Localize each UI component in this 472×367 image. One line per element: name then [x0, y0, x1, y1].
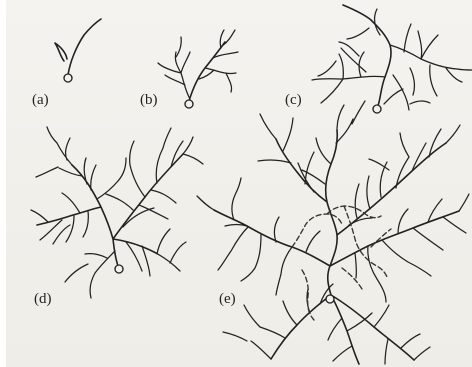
panel-e-right-branches	[355, 194, 469, 302]
panel-d-main-branches	[37, 154, 183, 266]
panel-b-right-branches	[199, 30, 238, 92]
panel-e-drawing	[197, 101, 469, 364]
panel-e-upper-branches	[258, 101, 460, 225]
panel-b-drawing	[158, 30, 238, 108]
panel-b-label: (b)	[140, 93, 158, 108]
panel-c-origin-circle	[373, 105, 381, 113]
panel-e-main-branches	[214, 130, 459, 364]
panel-e-label: (e)	[219, 292, 236, 307]
panel-e-dashed-boundary-left	[292, 214, 342, 247]
panel-d-lower-branches	[53, 216, 186, 298]
panel-c-right-branches	[384, 24, 472, 110]
panel-a-label: (a)	[32, 93, 49, 108]
panel-a-branch-left	[55, 43, 67, 61]
panel-d-origin-circle	[115, 265, 123, 273]
panel-a-origin-circle	[64, 74, 72, 82]
panel-d-upper-right-branches	[106, 128, 203, 227]
panel-d-drawing	[31, 127, 203, 298]
panel-b-left-branches	[158, 37, 190, 99]
panel-c-label: (c)	[285, 93, 302, 108]
panel-c-drawing	[312, 5, 472, 113]
panel-b-origin-circle	[185, 100, 193, 108]
panel-a-drawing	[55, 19, 101, 82]
panel-e-origin-circle	[326, 295, 334, 303]
panel-c-trunk	[343, 5, 391, 106]
panel-e-left-branches	[197, 178, 320, 295]
panel-d-label: (d)	[34, 292, 52, 307]
panel-a-branch-right	[68, 19, 101, 75]
